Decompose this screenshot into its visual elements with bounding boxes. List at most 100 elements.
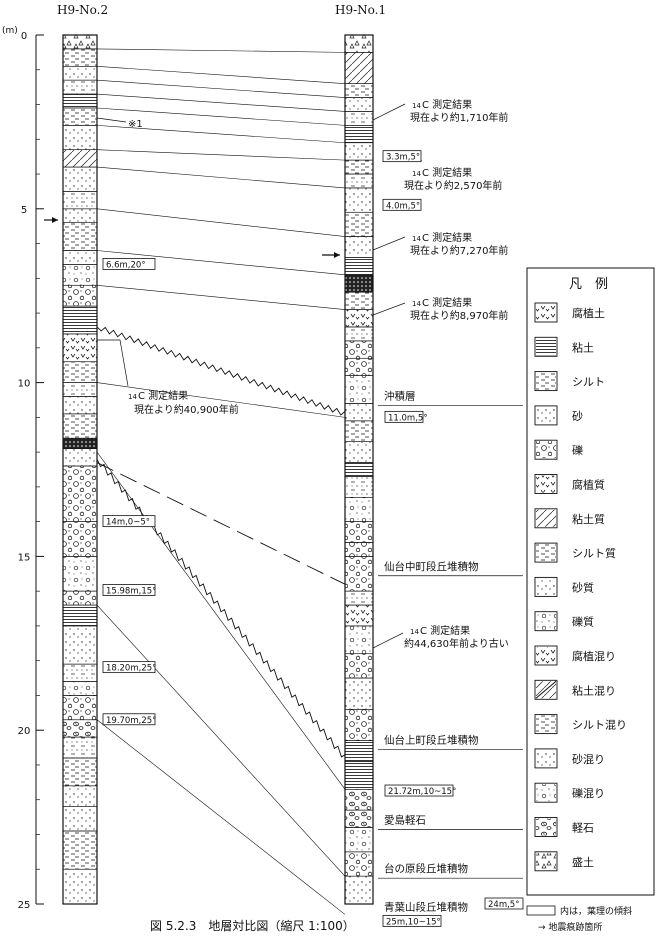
dip-box-right bbox=[382, 198, 422, 211]
legend-item-label: シルト混り bbox=[572, 719, 627, 732]
c14-annotation-3: 14 C 測定結果 現在より約7,270年前 bbox=[372, 231, 508, 257]
depth-tick-label: 0 bbox=[21, 31, 27, 42]
formation-label: 台の原段丘堆積物 bbox=[384, 862, 468, 875]
legend-item-label: 粘土 bbox=[572, 340, 594, 354]
svg-text:14: 14 bbox=[410, 628, 419, 636]
svg-text:C 測定結果: C 測定結果 bbox=[422, 231, 472, 244]
svg-text:現在より約7,270年前: 現在より約7,270年前 bbox=[410, 244, 508, 257]
legend-item-label: 砂 bbox=[572, 410, 583, 423]
legend-item-label: 粘土混り bbox=[572, 683, 616, 697]
legend-note-arrow-text: → 地震痕跡箇所 bbox=[538, 921, 602, 933]
sand-icon bbox=[534, 405, 558, 426]
legend-item-label: 腐植土 bbox=[572, 306, 605, 320]
legend-item-label: シルト bbox=[572, 376, 605, 389]
dip-box-left bbox=[102, 584, 156, 596]
borehole-column-h9-no2 bbox=[62, 34, 98, 905]
svg-text:18.20m,25°: 18.20m,25° bbox=[106, 664, 156, 674]
svg-text:4.0m,5°: 4.0m,5° bbox=[386, 201, 420, 211]
depth-tick-label: 20 bbox=[18, 726, 31, 737]
svg-text:21.72m,10~15°: 21.72m,10~15° bbox=[388, 787, 456, 797]
humus-mixed-icon bbox=[534, 645, 558, 666]
humus-soil-icon bbox=[534, 302, 558, 323]
svg-text:C 測定結果: C 測定結果 bbox=[422, 296, 472, 309]
dip-box-right bbox=[382, 914, 442, 927]
formation-labels: 沖積層仙台中町段丘堆積物仙台上町段丘堆積物愛島軽石台の原段丘堆積物青葉山段丘堆積… bbox=[378, 389, 523, 913]
gravel-icon bbox=[534, 439, 558, 460]
formation-label: 愛島軽石 bbox=[384, 814, 426, 827]
legend-item-label: 腐植混り bbox=[572, 649, 616, 663]
left-column-title: H9-No.2 bbox=[57, 3, 108, 17]
formation-label: 青葉山段丘堆積物 bbox=[384, 900, 468, 913]
humic-icon bbox=[534, 474, 558, 494]
legend-note-box-text: 内は，葉理の傾斜 bbox=[560, 905, 632, 917]
dip-box-left bbox=[102, 661, 156, 674]
svg-text:25m,10~15°: 25m,10~15° bbox=[386, 917, 441, 927]
c14-annotation-1: 14 C 測定結果 現在より約1,710年前 bbox=[372, 98, 508, 124]
clayey-icon bbox=[534, 508, 558, 529]
legend-item-label: 粘土質 bbox=[572, 512, 605, 526]
svg-text:C 測定結果: C 測定結果 bbox=[420, 624, 470, 637]
silt-icon bbox=[534, 371, 558, 392]
depth-tick-label: 25 bbox=[18, 900, 31, 911]
svg-text:3.3m,5°: 3.3m,5° bbox=[386, 153, 420, 163]
depth-tick-label: 15 bbox=[18, 552, 31, 563]
svg-text:現在より約1,710年前: 現在より約1,710年前 bbox=[410, 111, 508, 124]
legend-item-label: 腐植質 bbox=[572, 478, 605, 492]
svg-text:11.0m,5°: 11.0m,5° bbox=[388, 413, 428, 423]
note-mark-left: ※1 bbox=[128, 119, 143, 130]
fill-soil-icon bbox=[534, 851, 558, 872]
svg-text:約44,630年前より古い: 約44,630年前より古い bbox=[404, 637, 509, 650]
sand-mixed-icon bbox=[534, 748, 558, 769]
svg-text:19.70m,25°: 19.70m,25° bbox=[106, 716, 156, 726]
legend-item-label: 礫質 bbox=[572, 615, 594, 629]
depth-tick-label: 10 bbox=[18, 379, 31, 390]
gravel-mixed-icon bbox=[534, 782, 558, 803]
dip-box-right bbox=[384, 784, 454, 797]
silty-icon bbox=[534, 542, 558, 563]
svg-text:C 測定結果: C 測定結果 bbox=[138, 389, 188, 402]
dip-box-left bbox=[102, 515, 156, 528]
dip-box-left bbox=[102, 713, 156, 726]
sandy-icon bbox=[534, 576, 558, 597]
svg-text:現在より約8,970年前: 現在より約8,970年前 bbox=[410, 309, 508, 322]
svg-text:現在より約40,900年前: 現在より約40,900年前 bbox=[134, 403, 239, 416]
silt-mixed-icon bbox=[534, 714, 558, 735]
earthquake-trace-arrow-left bbox=[44, 217, 58, 223]
c14-annotation-2: 14 C 測定結果 現在より約2,570年前 bbox=[404, 166, 502, 192]
svg-text:14m,0~5°: 14m,0~5° bbox=[106, 518, 150, 528]
svg-text:14: 14 bbox=[412, 102, 421, 110]
svg-text:現在より約2,570年前: 現在より約2,570年前 bbox=[404, 179, 502, 192]
legend-item-label: シルト質 bbox=[572, 546, 616, 560]
svg-text:6.6m,20°: 6.6m,20° bbox=[106, 260, 146, 270]
legend-title: 凡 例 bbox=[569, 277, 608, 292]
formation-label: 仙台中町段丘堆積物 bbox=[384, 560, 479, 573]
legend-item-label: 軽石 bbox=[572, 822, 594, 835]
clay-mixed-icon bbox=[534, 679, 558, 700]
legend-item-label: 盛土 bbox=[572, 855, 594, 869]
earthquake-trace-arrow-right bbox=[322, 252, 340, 258]
c14-annotation-4: 14 C 測定結果 現在より約8,970年前 bbox=[372, 296, 508, 322]
dip-box-right bbox=[484, 897, 524, 910]
dip-box-right bbox=[384, 410, 424, 423]
svg-text:C 測定結果: C 測定結果 bbox=[422, 166, 472, 179]
formation-label: 沖積層 bbox=[384, 389, 416, 402]
borehole-column-h9-no1 bbox=[344, 34, 374, 905]
svg-text:14: 14 bbox=[128, 393, 137, 401]
dip-box-right bbox=[382, 150, 422, 163]
svg-text:24m,5°: 24m,5° bbox=[488, 900, 519, 910]
lamina-dip-boxes: 6.6m,20° 14m,0~5° 15.98m,15° 18.20m,25° 19.7… bbox=[102, 150, 524, 927]
svg-text:14: 14 bbox=[412, 300, 421, 308]
svg-text:C 測定結果: C 測定結果 bbox=[422, 98, 472, 111]
svg-text:14: 14 bbox=[412, 170, 421, 178]
legend-item-label: 礫混り bbox=[572, 786, 605, 800]
clay-icon bbox=[534, 336, 558, 357]
legend-notes: 内は，葉理の傾斜 → 地震痕跡箇所 bbox=[526, 905, 632, 933]
figure-caption: 図 5.2.3 地層対比図（縮尺 1:100） bbox=[150, 918, 355, 933]
legend-item-label: 砂質 bbox=[572, 580, 594, 594]
legend: 凡 例 腐植土粘土シルト砂礫腐植質粘土質シルト質砂質礫質腐植混り粘土混りシルト混… bbox=[526, 267, 655, 896]
svg-text:15.98m,15°: 15.98m,15° bbox=[106, 586, 156, 596]
legend-item-label: 砂混り bbox=[572, 753, 605, 766]
formation-label: 仙台上町段丘堆積物 bbox=[384, 734, 479, 747]
